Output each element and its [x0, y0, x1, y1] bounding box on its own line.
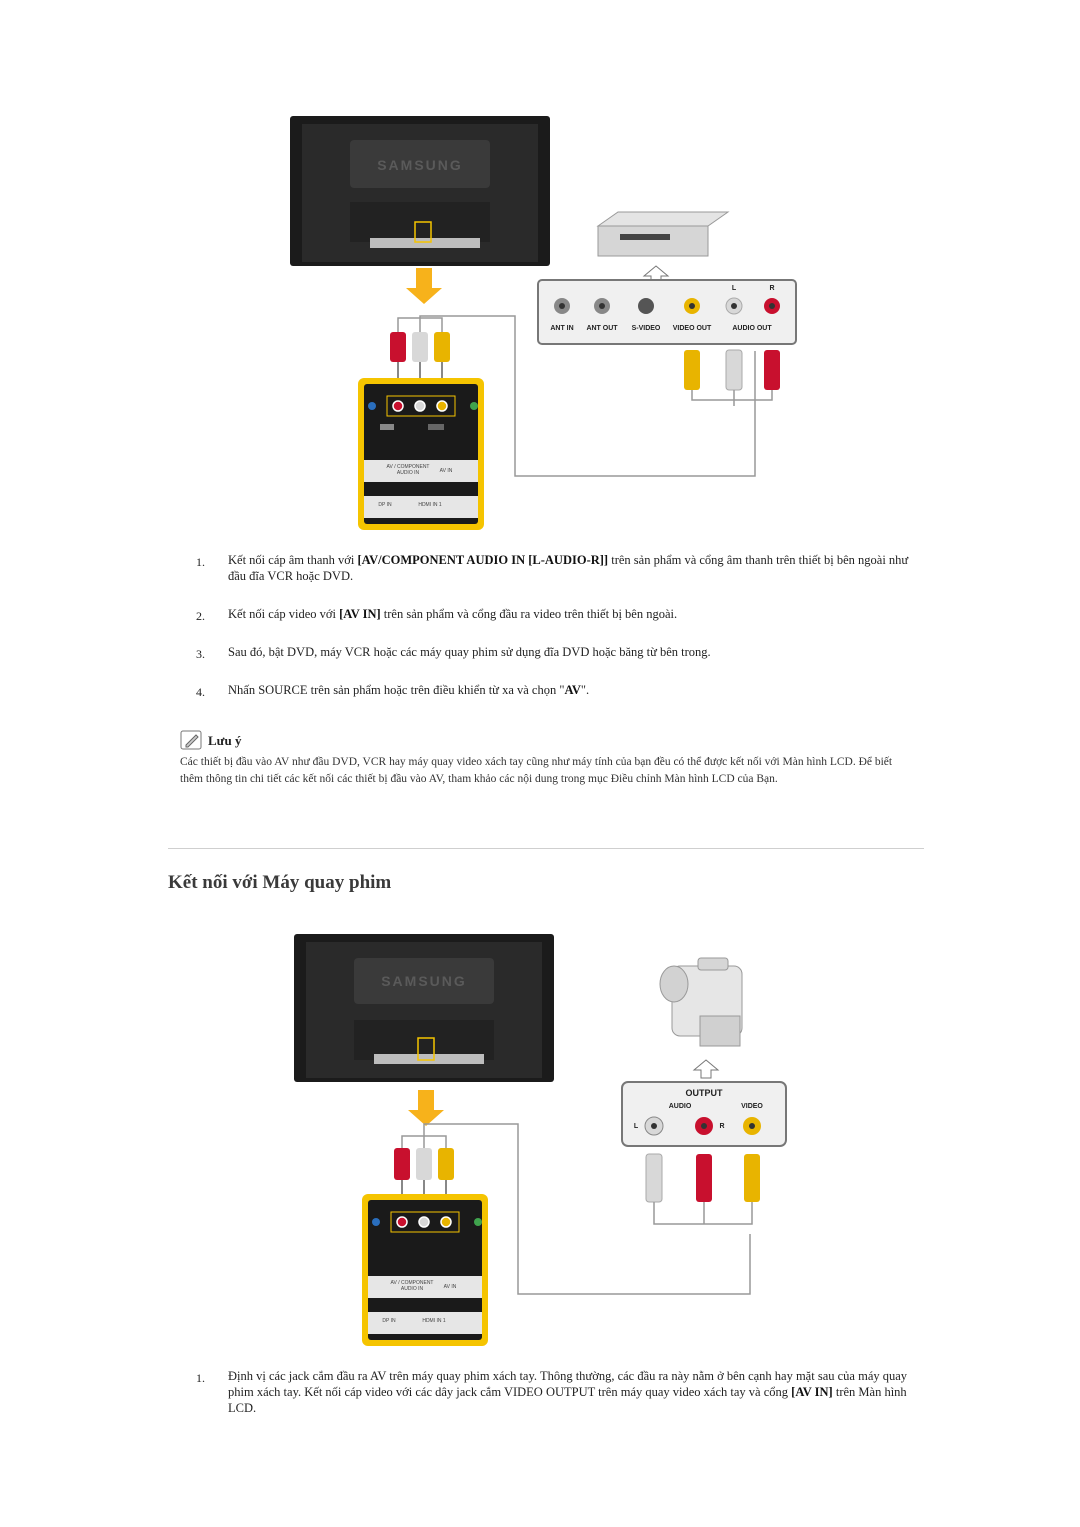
- step-text: Kết nối cáp video với: [228, 607, 340, 621]
- panel-label-av-component: AV / COMPONENT: [391, 1280, 434, 1286]
- monitor-back: SAMSUNG: [290, 116, 550, 266]
- monitor-back: SAMSUNG: [294, 934, 554, 1082]
- list-item: 3. Sau đó, bật DVD, máy VCR hoặc các máy…: [196, 644, 912, 661]
- note-box: Lưu ý Các thiết bị đầu vào AV như đầu DV…: [180, 730, 910, 788]
- av-input-panel: AV / COMPONENT AUDIO IN AV IN DP IN HDMI…: [362, 1194, 488, 1346]
- note-pencil-icon: [180, 730, 202, 750]
- step-text: trên sản phẩm và cổng âm thanh trên thiế…: [228, 553, 909, 583]
- output-label-video: VIDEO: [741, 1103, 763, 1110]
- panel-label-av-in: AV IN: [440, 468, 453, 474]
- step-bold: [AV/COMPONENT AUDIO IN [L-AUDIO-R]]: [357, 553, 609, 567]
- vcr-device: [596, 211, 730, 257]
- panel-label-av-in: AV IN: [444, 1284, 457, 1290]
- note-title: Lưu ý: [208, 733, 242, 748]
- section-title: Kết nối với Máy quay phim: [168, 872, 392, 893]
- panel-label-dp-in: DP IN: [378, 502, 392, 508]
- section-divider: [168, 848, 924, 849]
- brand-logo: SAMSUNG: [381, 973, 467, 989]
- l-label: L: [634, 1123, 639, 1130]
- step-bold: [AV IN]: [339, 607, 381, 621]
- output-title: OUTPUT: [686, 1088, 724, 1098]
- panel-plugs: [394, 1123, 751, 1295]
- camcorder-connection-diagram: SAMSUNG AV / COMPONENT AUDIO IN AV IN DP…: [294, 934, 787, 1346]
- panel-label-dp-in: DP IN: [382, 1318, 396, 1324]
- step-number: 1.: [196, 555, 205, 569]
- panel-label-audio-in: AUDIO IN: [401, 1286, 424, 1292]
- down-arrow-icon: [408, 1090, 444, 1126]
- step-number: 3.: [196, 647, 205, 661]
- panel-plugs: [390, 315, 756, 477]
- output-label-audio: AUDIO: [669, 1103, 692, 1110]
- l-label: L: [732, 285, 737, 292]
- brand-logo: SAMSUNG: [377, 157, 463, 173]
- panel-label-hdmi-in: HDMI IN 1: [418, 502, 442, 508]
- step-bold: [AV IN]: [791, 1385, 833, 1399]
- camcorder-output-panel: OUTPUT AUDIO VIDEO L R: [621, 1081, 787, 1147]
- vcr-plugs: [684, 349, 780, 406]
- panel-label-av-component: AV / COMPONENT: [387, 464, 430, 470]
- step-text: Kết nối cáp âm thanh với: [228, 553, 358, 567]
- steps-list-1: 1. Kết nối cáp âm thanh với [AV/COMPONEN…: [196, 552, 912, 699]
- camcorder-plugs: [645, 1153, 760, 1225]
- vcr-back-panel: L R ANT IN ANT OUT S-VIDEO VIDEO OUT AUD…: [537, 279, 797, 345]
- step-text: trên Màn hình LCD.: [228, 1385, 907, 1415]
- camcorder-device: [659, 957, 743, 1047]
- port-video-out: VIDEO OUT: [673, 325, 712, 332]
- port-ant-in: ANT IN: [550, 325, 573, 332]
- port-ant-out: ANT OUT: [586, 325, 618, 332]
- port-audio-out: AUDIO OUT: [732, 325, 772, 332]
- step-text: Sau đó, bật DVD, máy VCR hoặc các máy qu…: [228, 645, 711, 659]
- steps-list-2: 1. Định vị các jack cắm đầu ra AV trên m…: [196, 1368, 912, 1416]
- list-item: 4. Nhấn SOURCE trên sản phẩm hoặc trên đ…: [196, 682, 912, 699]
- note-text: Các thiết bị đầu vào AV như đầu DVD, VCR…: [180, 756, 893, 785]
- step-text: Định vị các jack cắm đầu ra AV trên máy …: [228, 1369, 908, 1399]
- av-input-panel: AV / COMPONENT AUDIO IN AV IN DP IN HDMI…: [358, 378, 484, 530]
- r-label: R: [719, 1123, 724, 1130]
- list-item: 1. Kết nối cáp âm thanh với [AV/COMPONEN…: [196, 552, 912, 584]
- vcr-dvd-connection-diagram: SAMSUNG AV / COMPONENT AUDIO IN AV IN DP…: [290, 116, 797, 530]
- r-label: R: [769, 285, 774, 292]
- down-arrow-icon: [406, 268, 442, 304]
- step-text: trên sản phẩm và cổng đầu ra video trên …: [380, 607, 678, 621]
- step-number: 4.: [196, 685, 205, 699]
- note-header: Lưu ý: [180, 730, 910, 752]
- step-number: 2.: [196, 609, 205, 623]
- panel-label-audio-in: AUDIO IN: [397, 470, 420, 476]
- step-number: 1.: [196, 1371, 205, 1385]
- step-bold: AV: [564, 683, 581, 697]
- panel-label-hdmi-in: HDMI IN 1: [422, 1318, 446, 1324]
- step-text: Nhấn SOURCE trên sản phẩm hoặc trên điều…: [228, 683, 565, 697]
- step-text: ".: [580, 683, 590, 697]
- list-item: 2. Kết nối cáp video với [AV IN] trên sả…: [196, 606, 912, 623]
- port-s-video: S-VIDEO: [632, 325, 661, 332]
- up-arrow-icon: [692, 1059, 720, 1079]
- list-item: 1. Định vị các jack cắm đầu ra AV trên m…: [196, 1368, 912, 1416]
